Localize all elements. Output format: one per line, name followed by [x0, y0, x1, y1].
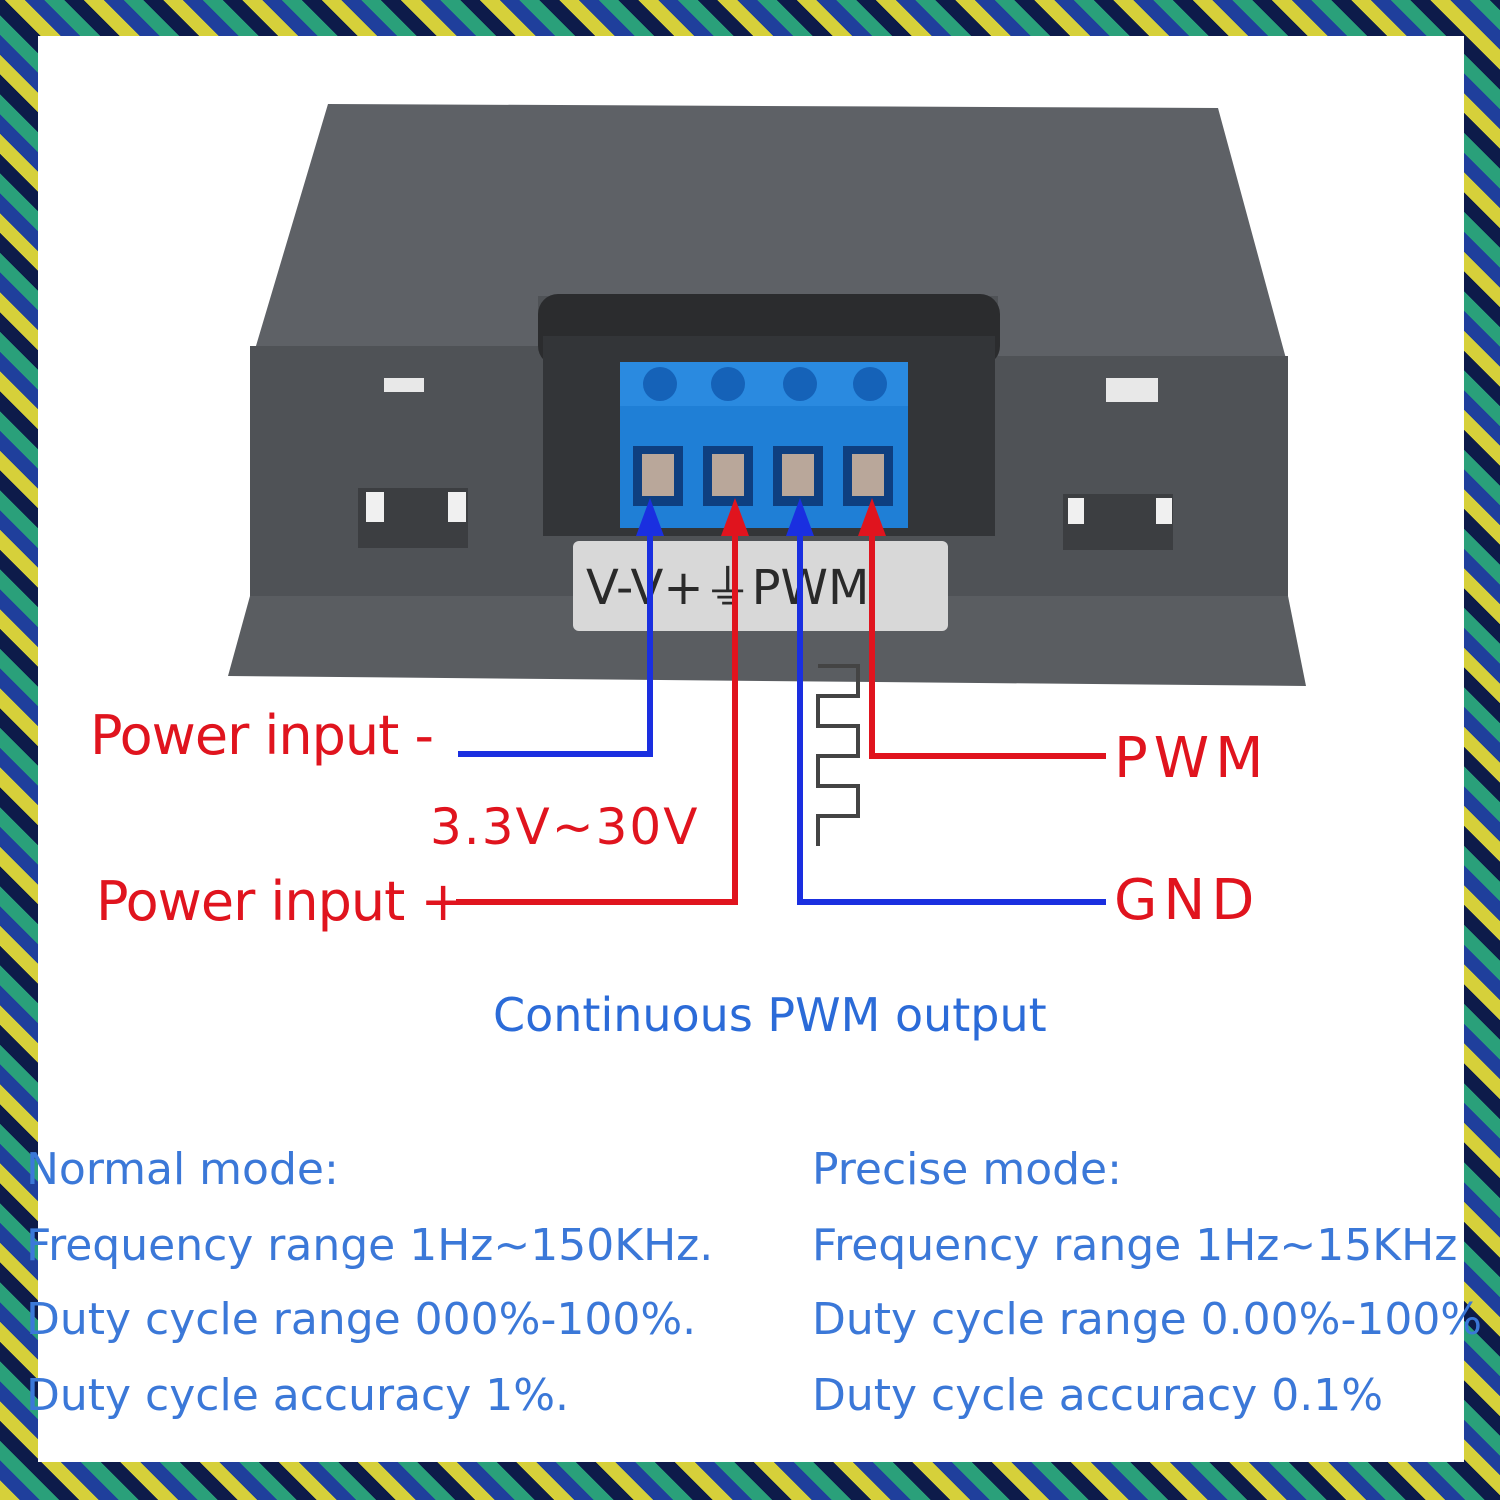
pwm-label: PWM	[1114, 726, 1270, 791]
power-plus-label: Power input +	[96, 870, 466, 933]
pwm-waveform-icon	[816, 664, 860, 846]
slot-left-tab-a	[366, 492, 384, 522]
caption-label: Continuous PWM output	[493, 988, 1047, 1042]
product-panel: V-V+⏚PWM Power input - 3.3V~30V Power in…	[26, 36, 1482, 1462]
wiring-lines	[456, 521, 1106, 905]
wire-gnd	[797, 521, 1106, 905]
pwm-module-illustration: V-V+⏚PWM	[228, 104, 1306, 905]
gnd-label: GND	[1114, 868, 1261, 933]
precise-mode-duty-range: Duty cycle range 0.00%-100%	[812, 1294, 1483, 1345]
arrow-gnd	[786, 498, 814, 536]
normal-mode-duty-range: Duty cycle range 000%-100%.	[26, 1294, 697, 1345]
slot-right-tab-b	[1156, 498, 1172, 524]
housing-base	[228, 596, 1306, 686]
precise-mode-heading: Precise mode:	[812, 1144, 1122, 1195]
power-minus-label: Power input -	[90, 704, 434, 767]
wire-power-plus	[456, 521, 738, 905]
housing-top	[250, 104, 1288, 366]
slot-left-tab-b	[448, 492, 466, 522]
arrow-pwm	[858, 498, 886, 536]
wire-power-minus	[458, 521, 653, 757]
terminal-block	[620, 362, 908, 528]
pin-labels: V-V+⏚PWM	[586, 560, 869, 616]
normal-mode-heading: Normal mode:	[26, 1144, 339, 1195]
voltage-range-label: 3.3V~30V	[430, 798, 700, 856]
normal-mode-frequency: Frequency range 1Hz~150KHz.	[26, 1220, 714, 1271]
pin-label-sticker	[573, 541, 948, 631]
slot-right-top	[1106, 378, 1158, 402]
slot-left-top	[384, 378, 424, 392]
normal-mode-accuracy: Duty cycle accuracy 1%.	[26, 1370, 570, 1421]
precise-mode-accuracy: Duty cycle accuracy 0.1%	[812, 1370, 1384, 1421]
arrow-power-minus	[636, 498, 664, 536]
precise-mode-frequency: Frequency range 1Hz~15KHz	[812, 1220, 1458, 1271]
slot-right-tab-a	[1068, 498, 1084, 524]
wire-pwm	[869, 521, 1106, 759]
arrow-power-plus	[721, 498, 749, 536]
